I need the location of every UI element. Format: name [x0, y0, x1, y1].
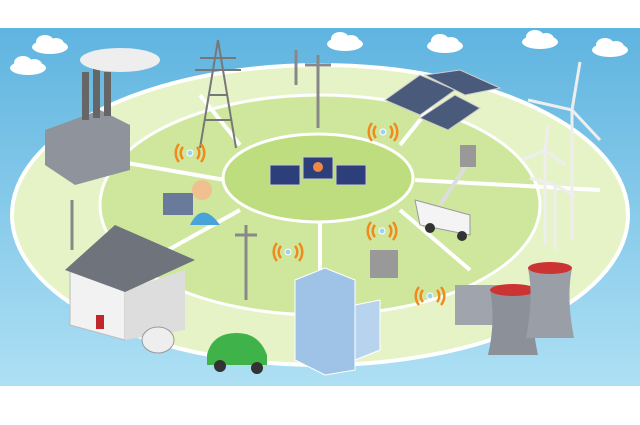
- house-icon: [65, 225, 195, 354]
- wind-turbine-icon: [521, 61, 602, 250]
- control-center-icon: [269, 156, 367, 186]
- solar-panel-icon: [383, 69, 502, 131]
- factory-icon: [45, 48, 160, 185]
- bucket-truck-icon: [414, 158, 472, 241]
- electric-car-icon: [207, 333, 267, 374]
- cooling-tower-icon: [455, 262, 574, 355]
- operator-icon: [163, 180, 220, 225]
- transmission-tower-icon: [195, 39, 241, 149]
- substation-icon: [370, 145, 476, 278]
- office-building-icon: [294, 267, 381, 376]
- smart-meter-icon: [141, 326, 175, 354]
- utility-pole-icon: [70, 50, 331, 300]
